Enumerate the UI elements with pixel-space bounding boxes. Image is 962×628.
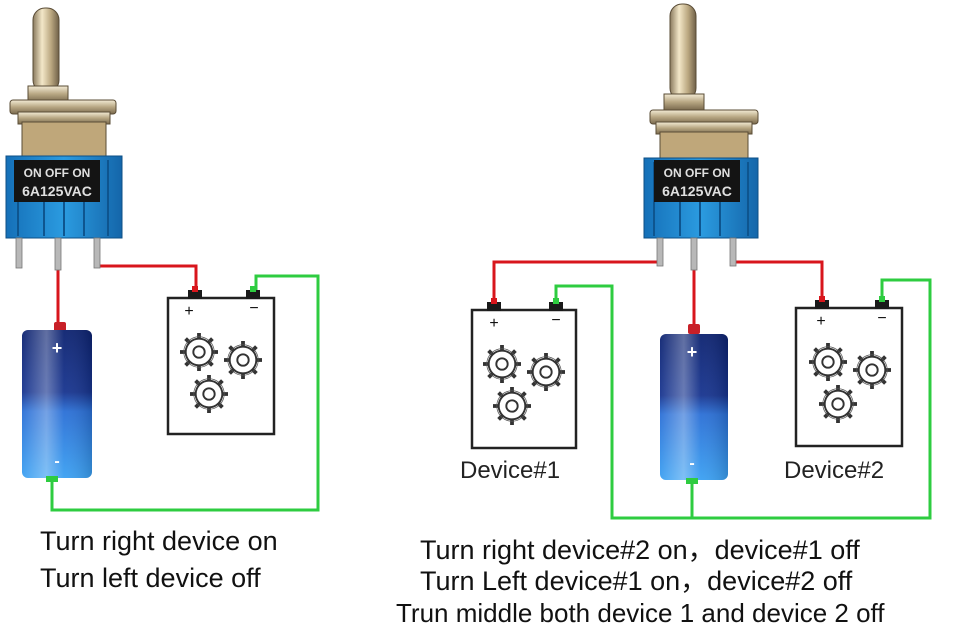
left-toggle-switch[interactable]: ON OFF ON 6A125VAC <box>5 7 123 271</box>
right-red-wire-device1 <box>492 260 660 300</box>
left-switch-marking-1: ON OFF ON <box>24 166 91 180</box>
right-switch-label-plate <box>654 160 740 202</box>
device-2-minus: − <box>877 310 886 327</box>
left-battery: + - <box>22 322 92 482</box>
right-caption-line-1: Turn right device#2 on，device#1 off <box>420 535 860 565</box>
right-toggle-switch[interactable]: ON OFF ON 6A125VAC <box>643 3 759 271</box>
device-2-plus: + <box>816 313 825 330</box>
right-switch-marking-2: 6A125VAC <box>662 183 732 199</box>
device-1-plus: + <box>489 315 498 332</box>
left-battery-plus: + <box>52 338 63 358</box>
left-caption-line-2: Turn left device off <box>40 563 261 593</box>
device-2-label: Device#2 <box>784 457 885 484</box>
left-circuit: ON OFF ON 6A125VAC + - + − <box>5 7 320 512</box>
left-device-minus: − <box>249 300 258 317</box>
left-caption-line-1: Turn right device on <box>40 526 278 556</box>
device-2: + − <box>794 296 904 448</box>
right-circuit: ON OFF ON 6A125VAC + - + − <box>470 3 932 520</box>
left-device: + − <box>166 286 276 436</box>
right-switch-marking-1: ON OFF ON <box>664 166 731 180</box>
right-caption-line-2: Turn Left device#1 on，device#2 off <box>420 566 853 596</box>
left-device-plus: + <box>184 303 193 320</box>
device-1-label: Device#1 <box>460 457 561 484</box>
right-battery-plus: + <box>687 342 698 362</box>
left-switch-marking-2: 6A125VAC <box>22 183 92 199</box>
left-switch-label-plate <box>14 160 100 202</box>
device-1-minus: − <box>551 312 560 329</box>
right-battery: + - <box>660 324 728 484</box>
left-battery-minus: - <box>54 453 59 470</box>
right-red-wire-device2 <box>732 260 824 300</box>
right-battery-minus: - <box>689 455 694 472</box>
device-1: + − <box>470 298 578 450</box>
left-green-wire <box>50 274 320 512</box>
right-caption-line-3: Trun middle both device 1 and device 2 o… <box>396 598 885 628</box>
left-red-wire-switch-device <box>98 264 198 290</box>
right-green-wire <box>554 278 932 520</box>
